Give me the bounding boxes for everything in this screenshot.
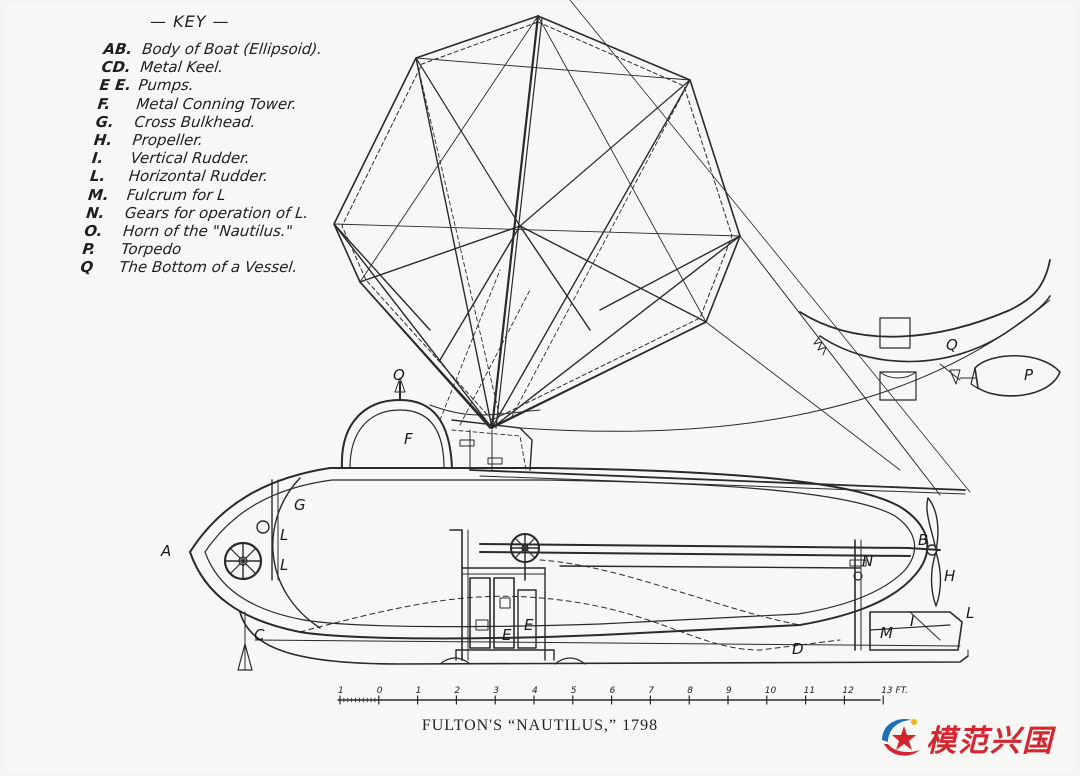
label-h: H (944, 567, 955, 585)
torpedo (959, 354, 1061, 397)
label-e-right: E (524, 616, 534, 634)
label-o: O (393, 366, 405, 384)
scale-tick-label: 13 FT. (881, 686, 908, 696)
label-l-stern: L (966, 604, 974, 622)
scale-tick-label: 6 (610, 686, 616, 696)
label-q: Q (946, 336, 958, 354)
scale-tick-label: 5 (571, 686, 577, 696)
label-p: P (1024, 366, 1034, 384)
label-c: C (254, 626, 265, 644)
scale-tick-label: 2 (454, 686, 460, 696)
rigging-line (705, 321, 901, 471)
propeller-shaft (479, 543, 911, 569)
label-g: G (294, 496, 306, 514)
label-e-left: E (502, 626, 512, 644)
scale-tick-label: 4 (532, 686, 538, 696)
label-l-lower: L (280, 556, 288, 574)
stern-rudders (869, 611, 963, 651)
scale-tick-label: 12 (842, 686, 854, 696)
hull (189, 467, 969, 671)
key-title: — KEY — (150, 12, 230, 31)
label-b: B (918, 531, 928, 549)
scale-tick-label: 1 (338, 686, 344, 696)
sail (333, 14, 741, 430)
scale-tick-label: 3 (493, 686, 499, 696)
deck-boom (469, 469, 966, 491)
hand-wheel (510, 533, 540, 581)
star-emblem-icon (882, 718, 920, 756)
label-l-upper: L (280, 526, 288, 544)
conning-tower (340, 377, 541, 471)
scale-tick-label: 8 (687, 686, 693, 696)
scale-tick-label: 9 (726, 686, 732, 696)
label-i: I (910, 612, 915, 630)
label-a: A (160, 542, 171, 560)
bow-wheel (223, 479, 279, 581)
scale-tick-label: 11 (804, 686, 815, 696)
label-f: F (404, 430, 413, 448)
scale-tick-label: 10 (765, 686, 777, 696)
label-d: D (792, 640, 804, 658)
figure-caption: FULTON'S “NAUTILUS,” 1798 (421, 717, 659, 734)
watermark-logo: 模范兴国 (878, 712, 1068, 762)
rudder-gear (849, 539, 867, 651)
tow-line (519, 299, 1051, 432)
label-n: N (862, 552, 873, 570)
scale-tick-label: 1 (416, 686, 422, 696)
scale-tick-label: 7 (648, 686, 654, 696)
rigging-line (569, 0, 971, 493)
vessel-bottom (799, 259, 1051, 401)
rigging-line (739, 235, 941, 496)
scale-tick-label: 0 (377, 686, 383, 696)
propeller (907, 497, 942, 607)
deck-boom (479, 475, 966, 495)
pumps (439, 529, 586, 665)
label-m: M (880, 624, 893, 642)
watermark-text: 模范兴国 (926, 724, 1054, 759)
